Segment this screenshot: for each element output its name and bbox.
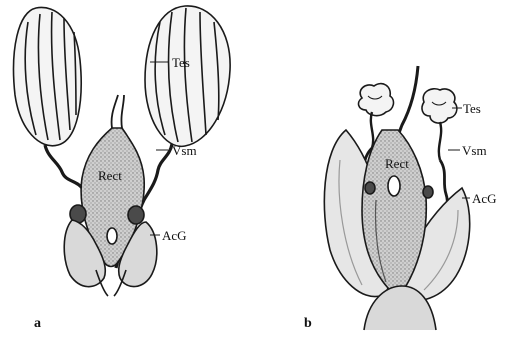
panel-b-left-dark-body	[365, 182, 375, 194]
panel-a-right-dark-body	[128, 206, 144, 224]
panel-a	[14, 6, 231, 296]
panel-b-label-testis: Tes	[463, 101, 481, 116]
panel-b-right-testis	[422, 89, 457, 160]
panel-a-label-accessory-gland: AcG	[162, 228, 187, 243]
panel-b-letter: b	[304, 316, 312, 331]
panel-a-left-testis	[14, 7, 82, 145]
panel-a-letter: a	[34, 316, 41, 331]
panel-b-label-rectum: Rect	[385, 156, 409, 171]
panel-a-label-seminal-vesicle: Vsm	[172, 143, 197, 158]
panel-a-right-testis	[145, 6, 230, 146]
panel-b-label-accessory-gland: AcG	[472, 191, 497, 206]
panel-a-label-rectum: Rect	[98, 168, 122, 183]
panel-b	[324, 66, 470, 330]
panel-b-label-seminal-vesicle: Vsm	[462, 143, 487, 158]
panel-a-label-testis: Tes	[172, 55, 190, 70]
panel-b-right-dark-body	[423, 186, 433, 198]
